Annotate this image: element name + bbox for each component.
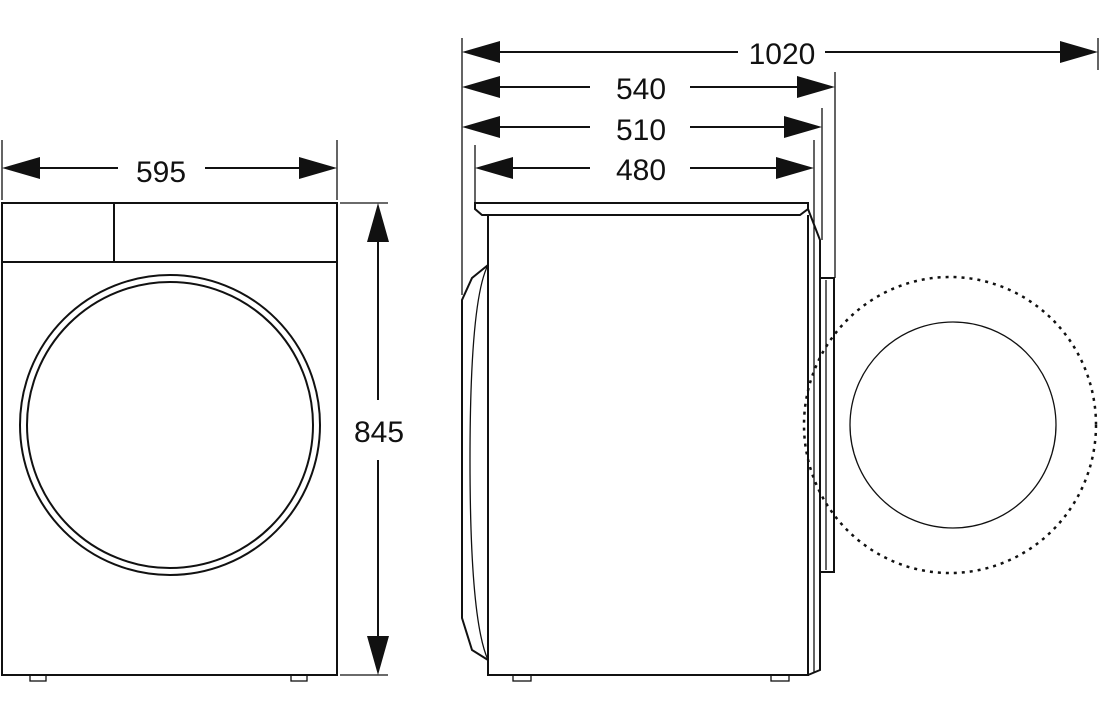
dimension-depth-510: 510 (462, 114, 822, 147)
dimension-depth-540: 540 (462, 73, 835, 106)
arrowhead-right (776, 157, 814, 179)
height-label: 845 (354, 416, 404, 449)
dimension-width: 595 (1, 140, 338, 200)
side-foot-right (770, 674, 790, 682)
side-top-plate (474, 202, 809, 216)
depth-overall-label: 1020 (749, 38, 816, 71)
arrowhead-right (1060, 41, 1098, 63)
arrowhead-bottom (367, 636, 389, 675)
arrowhead-right (784, 116, 822, 138)
door-outer-ring (19, 274, 321, 576)
arrowhead-left (2, 157, 40, 179)
back-panel-inner (469, 264, 489, 661)
arrowhead-right (299, 157, 337, 179)
back-panel (461, 264, 489, 661)
front-view (1, 202, 338, 682)
front-body-outline (1, 202, 338, 676)
width-label: 595 (136, 156, 186, 189)
arrowhead-top (367, 203, 389, 242)
side-extension-lines (461, 38, 1099, 295)
arrowhead-left (462, 41, 500, 63)
front-foot-right (290, 674, 308, 682)
arrowhead-right (797, 76, 835, 98)
side-body-outline (487, 215, 809, 676)
open-door-glass (849, 321, 1057, 529)
depth-510-label: 510 (616, 114, 666, 147)
dimension-depth-480: 480 (475, 154, 814, 187)
side-view (461, 202, 1098, 682)
dimension-height: 845 (340, 202, 404, 676)
side-foot-left (512, 674, 532, 682)
depth-540-label: 540 (616, 73, 666, 106)
arrowhead-left (462, 76, 500, 98)
front-foot-left (29, 674, 47, 682)
arrowhead-left (462, 116, 500, 138)
depth-480-label: 480 (616, 154, 666, 187)
dimension-depth-overall: 1020 (462, 38, 1098, 71)
open-door-swing-outline (802, 275, 1098, 575)
door-side-profile (819, 277, 835, 573)
door-inner-ring (26, 281, 314, 569)
arrowhead-left (475, 157, 513, 179)
